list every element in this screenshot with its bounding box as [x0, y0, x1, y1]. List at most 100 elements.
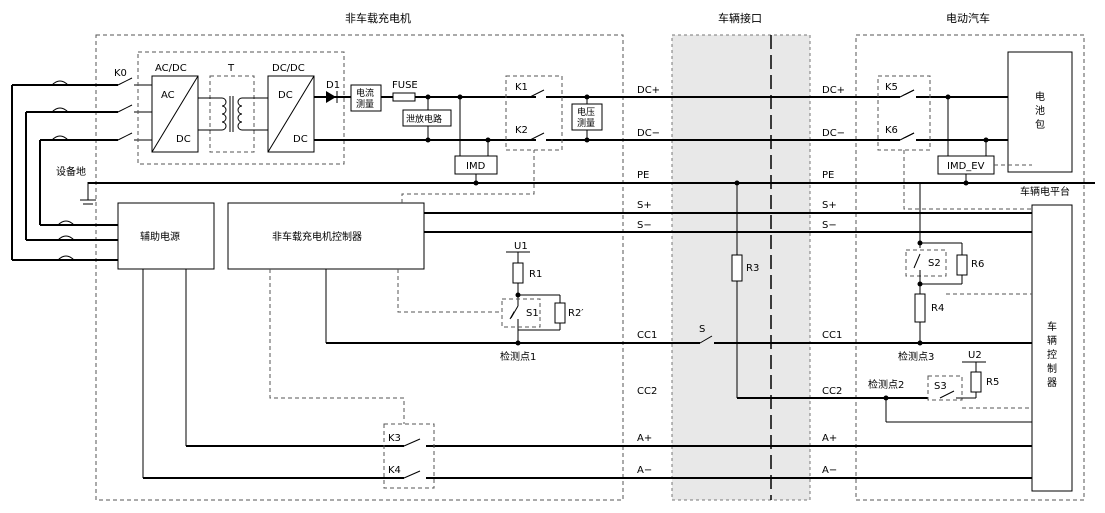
imd-ev-label: IMD_EV	[947, 161, 985, 172]
s2-switch	[913, 253, 921, 269]
vehicle-controller-block	[1031, 204, 1073, 492]
r6-label: R6	[971, 259, 984, 270]
test-point-2-label: 检测点2	[868, 378, 904, 391]
r1-resistor	[512, 262, 524, 284]
electric-vehicle-frame	[855, 34, 1085, 501]
pe-label-right: PE	[822, 170, 834, 181]
control-link-k5k6	[903, 150, 1032, 210]
k2-switch	[529, 132, 545, 141]
voltage-measure-label-2: 测量	[577, 118, 595, 129]
s-minus-label-right: S−	[822, 220, 837, 231]
k4-switch	[403, 470, 421, 479]
vehicle-controller-label-4: 制	[1047, 362, 1057, 375]
section-title-charger: 非车载充电机	[345, 11, 411, 25]
r5-label: R5	[986, 377, 999, 388]
cc2-label-right: CC2	[822, 386, 842, 397]
dcdc-top: DC	[278, 90, 293, 101]
s2-label: S2	[928, 258, 941, 269]
s3-frame	[927, 375, 963, 401]
s1-frame	[501, 298, 541, 328]
k3-label: K3	[388, 433, 401, 444]
offboard-charger-frame	[95, 34, 624, 501]
voltage-measure-block	[571, 103, 603, 131]
s2-frame	[905, 249, 947, 277]
s-switch-label: S	[699, 324, 705, 335]
a-plus-label-right: A+	[822, 433, 837, 444]
voltage-measure-label-1: 电压	[577, 106, 595, 118]
acdc-top: AC	[161, 90, 175, 101]
r4-resistor	[914, 293, 926, 323]
u1-label: U1	[514, 241, 528, 252]
diode-d1	[326, 91, 338, 103]
vehicle-controller-label-2: 辆	[1047, 334, 1057, 347]
aux-power-block	[117, 202, 215, 270]
a-minus-label-left: A−	[637, 465, 652, 476]
battery-label-1: 电	[1035, 90, 1045, 103]
r1-label: R1	[529, 269, 542, 280]
battery-label-3: 包	[1035, 118, 1045, 131]
current-measure-block	[350, 84, 382, 112]
dc-plus-label-right: DC+	[822, 85, 845, 96]
k1-switch	[529, 89, 545, 98]
r3-resistor	[731, 254, 743, 282]
battery-pack	[1007, 51, 1073, 173]
r3-label: R3	[746, 263, 759, 274]
dcdc-title: DC/DC	[272, 63, 305, 74]
k0-label: K0	[114, 68, 127, 79]
dcdc-bottom: DC	[293, 134, 308, 145]
transformer-frame	[209, 75, 255, 153]
control-link-k1k2	[401, 150, 535, 203]
vehicle-platform-label: 车辆电平台	[1020, 185, 1070, 198]
section-title-ev: 电动汽车	[946, 11, 990, 25]
k1-label: K1	[515, 82, 528, 93]
k3-k4-frame	[383, 423, 435, 489]
s-minus-label-left: S−	[637, 220, 652, 231]
s1-label: S1	[526, 308, 539, 319]
discharge-circuit-block	[402, 109, 452, 127]
s3-switch	[939, 390, 955, 399]
a-minus-label-right: A−	[822, 465, 837, 476]
charger-controller-block	[227, 202, 425, 270]
control-link-k3k4	[269, 269, 405, 424]
acdc-title: AC/DC	[155, 63, 187, 74]
battery-label-2: 池	[1035, 104, 1045, 117]
fuse-label: FUSE	[392, 80, 418, 91]
s3-label: S3	[934, 381, 947, 392]
cc1-label-right: CC1	[822, 330, 842, 341]
transformer-icon	[198, 96, 268, 132]
charger-controller-label: 非车载充电机控制器	[272, 230, 362, 243]
section-title-interface: 车辆接口	[718, 11, 762, 25]
k2-label: K2	[515, 125, 528, 136]
dc-minus-label-left: DC−	[637, 128, 660, 139]
cc2-label-left: CC2	[637, 386, 657, 397]
dc-minus-label-right: DC−	[822, 128, 845, 139]
s-switch	[699, 335, 713, 344]
r2-label: R2′	[568, 308, 584, 319]
pe-label-left: PE	[637, 170, 649, 181]
ground-icon	[80, 182, 96, 205]
k4-label: K4	[388, 465, 401, 476]
ac-input	[11, 80, 118, 261]
vehicle-controller-label-3: 控	[1047, 348, 1057, 361]
current-measure-label-2: 测量	[356, 99, 374, 110]
test-point-3-label: 检测点3	[898, 350, 934, 363]
s-plus-label-left: S+	[637, 200, 652, 211]
k5-label: K5	[885, 82, 898, 93]
imd-label: IMD	[466, 161, 486, 172]
discharge-circuit-label: 泄放电路	[406, 113, 442, 125]
vehicle-controller-label-5: 器	[1047, 377, 1057, 389]
cc1-label-left: CC1	[637, 330, 657, 341]
power-module-frame	[137, 51, 345, 165]
s-plus-label-right: S+	[822, 200, 837, 211]
u2-label: U2	[968, 350, 982, 361]
vehicle-controller-label-1: 车	[1047, 320, 1057, 333]
r4-label: R4	[931, 303, 944, 314]
d1-label: D1	[326, 80, 340, 91]
k3-switch	[403, 438, 421, 447]
k6-label: K6	[885, 125, 898, 136]
test-point-1-label: 检测点1	[500, 350, 536, 363]
r2-resistor	[554, 302, 566, 324]
aux-power-label: 辅助电源	[140, 230, 180, 243]
fuse	[392, 92, 416, 102]
